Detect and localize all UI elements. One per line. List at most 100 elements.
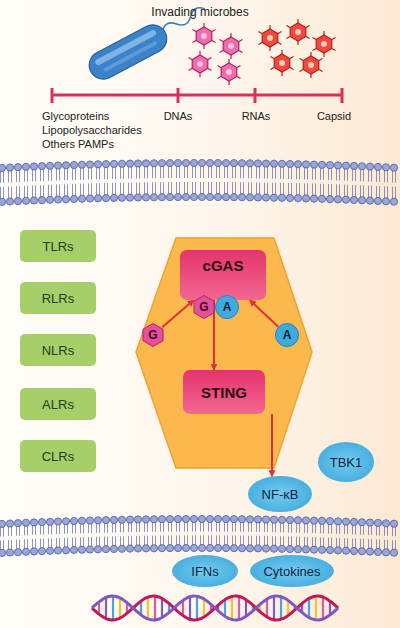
lipid-tail xyxy=(329,524,332,547)
lipid-head xyxy=(238,516,245,523)
lipid-head xyxy=(38,519,45,526)
lipid-head xyxy=(310,195,317,202)
lipid-head xyxy=(78,546,85,553)
hexagon-shape xyxy=(143,324,163,347)
lipid-head xyxy=(6,198,13,205)
lipid-tail xyxy=(249,166,252,194)
lipid-head xyxy=(374,197,381,204)
lipid-head xyxy=(110,516,117,523)
base-pair xyxy=(224,600,226,617)
lipid-head xyxy=(110,160,117,167)
pamp-label: RNAs xyxy=(242,110,271,122)
dna-helix xyxy=(92,596,338,620)
lipid-head xyxy=(254,160,261,167)
lipid-head xyxy=(38,163,45,170)
lipid-head xyxy=(78,161,85,168)
lipid-head xyxy=(238,545,245,552)
lipid-tail xyxy=(385,526,388,549)
lipid-tail xyxy=(265,167,268,195)
lipid-tail xyxy=(369,170,372,198)
lipid-head xyxy=(110,194,117,201)
lipid-head xyxy=(222,515,229,522)
lipid-tail xyxy=(241,522,244,545)
lipid-head xyxy=(230,194,237,201)
lipid-head xyxy=(350,518,357,525)
lipid-tail xyxy=(153,166,156,194)
lipid-head xyxy=(166,516,173,523)
lipid-tail xyxy=(217,522,220,545)
lipid-tail xyxy=(217,166,220,194)
lipid-tail xyxy=(361,169,364,197)
lipid-head xyxy=(206,544,213,551)
lipid-head xyxy=(62,547,69,554)
lipid-tail xyxy=(201,166,204,194)
base-pair xyxy=(196,596,198,620)
node-label: TBK1 xyxy=(330,455,363,470)
lipid-head xyxy=(230,545,237,552)
lipid-head xyxy=(198,515,205,522)
lipid-head xyxy=(246,516,253,523)
lipid-tail xyxy=(57,525,60,548)
lipid-tail xyxy=(49,525,52,548)
lipid-tail xyxy=(273,523,276,546)
lipid-head xyxy=(358,197,365,204)
lipid-head xyxy=(382,198,389,205)
lipid-tail xyxy=(81,524,84,547)
lipid-head xyxy=(326,196,333,203)
lipid-tail xyxy=(313,524,316,547)
base-pair xyxy=(280,597,282,620)
lipid-tail xyxy=(321,168,324,196)
lipid-head xyxy=(6,549,13,556)
lipid-tail xyxy=(193,522,196,545)
lipid-head xyxy=(118,160,125,167)
lipid-tail xyxy=(321,524,324,547)
lipid-tail xyxy=(1,527,4,550)
lipid-tail xyxy=(377,526,380,549)
lipid-tail xyxy=(25,526,28,549)
lipid-head xyxy=(302,195,309,202)
lipid-tail xyxy=(33,525,36,548)
lipid-tail xyxy=(97,523,100,546)
lipid-head xyxy=(70,161,77,168)
lipid-tail xyxy=(9,527,12,550)
lipid-head xyxy=(142,194,149,201)
lipid-head xyxy=(342,162,349,169)
lipid-head xyxy=(110,545,117,552)
lipid-head xyxy=(254,545,261,552)
lipid-head xyxy=(214,193,221,200)
lipid-tail xyxy=(81,168,84,196)
lipid-head xyxy=(334,518,341,525)
lipid-head xyxy=(54,547,61,554)
lipid-head xyxy=(334,196,341,203)
lipid-head xyxy=(22,548,29,555)
lipid-head xyxy=(14,549,21,556)
lipid-head xyxy=(366,163,373,170)
base-pair xyxy=(189,597,191,620)
lipid-head xyxy=(6,520,13,527)
lipid-head xyxy=(230,160,237,167)
lipid-head xyxy=(374,163,381,170)
hexagon-shape xyxy=(194,296,214,319)
lipid-head xyxy=(182,515,189,522)
lipid-head xyxy=(46,518,53,525)
lipid-tail xyxy=(41,169,44,197)
adaptor-box: STING xyxy=(183,370,265,414)
lipid-head xyxy=(270,516,277,523)
lipid-head xyxy=(214,515,221,522)
lipid-head xyxy=(22,197,29,204)
lipid-tail xyxy=(17,526,20,549)
lipid-head xyxy=(294,546,301,553)
lipid-tail xyxy=(257,522,260,545)
lipid-head xyxy=(374,548,381,555)
lipid-head xyxy=(198,193,205,200)
lipid-head xyxy=(166,194,173,201)
lipid-head xyxy=(310,517,317,524)
lipid-tail xyxy=(249,522,252,545)
lipid-tail xyxy=(345,525,348,548)
lipid-head xyxy=(118,194,125,201)
lipid-head xyxy=(0,198,6,205)
gtp-hexagon: G xyxy=(141,323,165,347)
lipid-head xyxy=(238,194,245,201)
lipid-tail xyxy=(145,522,148,545)
